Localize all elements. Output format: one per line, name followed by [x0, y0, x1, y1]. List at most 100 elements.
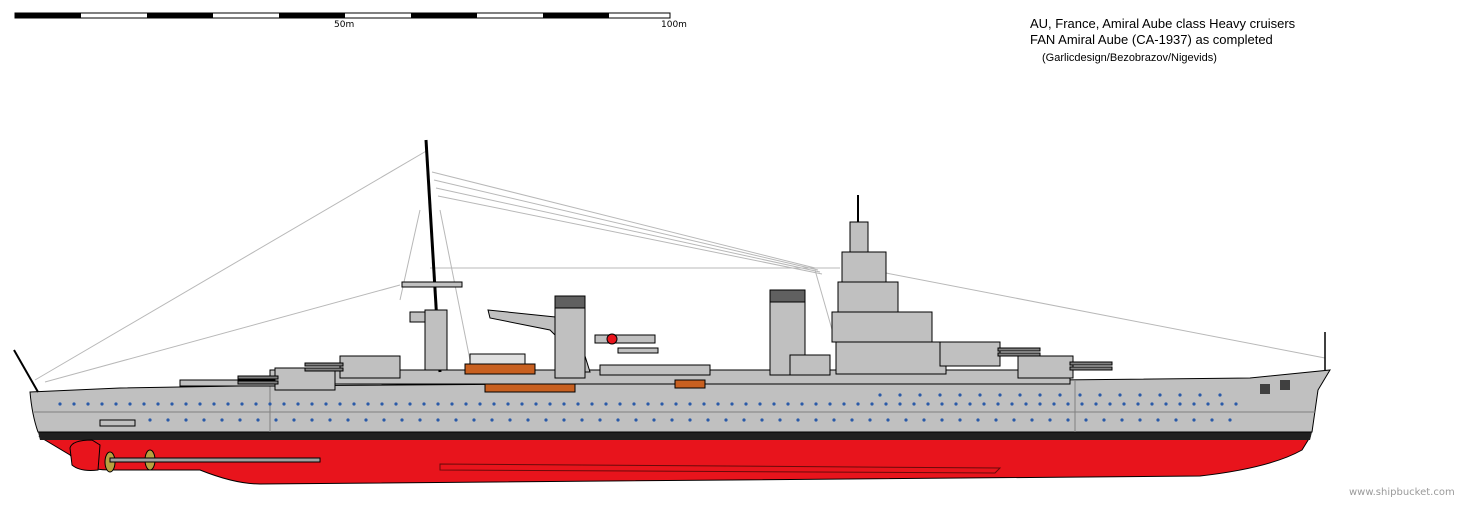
credit-line: (Garlicdesign/Bezobrazov/Nigevids): [1042, 52, 1217, 64]
porthole: [400, 418, 404, 422]
porthole: [506, 402, 510, 406]
porthole: [292, 418, 296, 422]
propellers: [104, 449, 321, 473]
porthole: [786, 402, 790, 406]
fore-funnel: [769, 289, 831, 376]
porthole: [436, 402, 440, 406]
porthole: [580, 418, 584, 422]
porthole: [886, 418, 890, 422]
porthole: [1066, 418, 1070, 422]
porthole: [114, 402, 118, 406]
porthole: [828, 402, 832, 406]
skeg: [99, 419, 136, 427]
porthole: [998, 393, 1002, 397]
porthole: [1220, 402, 1224, 406]
porthole: [324, 402, 328, 406]
porthole: [148, 418, 152, 422]
porthole: [562, 402, 566, 406]
porthole: [632, 402, 636, 406]
porthole: [1094, 402, 1098, 406]
porthole: [1038, 393, 1042, 397]
bridge-tower: [831, 195, 947, 375]
porthole: [58, 402, 62, 406]
porthole: [634, 418, 638, 422]
porthole: [548, 402, 552, 406]
porthole: [1078, 393, 1082, 397]
porthole: [922, 418, 926, 422]
porthole: [310, 402, 314, 406]
porthole: [918, 393, 922, 397]
porthole: [1218, 393, 1222, 397]
porthole: [256, 418, 260, 422]
porthole: [310, 418, 314, 422]
title-line-1: AU, France, Amiral Aube class Heavy crui…: [1030, 16, 1296, 31]
porthole: [526, 418, 530, 422]
porthole: [688, 402, 692, 406]
scale-bar: [14, 12, 671, 19]
porthole: [760, 418, 764, 422]
porthole: [702, 402, 706, 406]
porthole: [1048, 418, 1052, 422]
porthole: [184, 402, 188, 406]
porthole: [562, 418, 566, 422]
porthole: [100, 402, 104, 406]
porthole: [226, 402, 230, 406]
porthole: [436, 418, 440, 422]
porthole: [454, 418, 458, 422]
porthole: [534, 402, 538, 406]
porthole: [1164, 402, 1168, 406]
porthole: [604, 402, 608, 406]
porthole: [938, 393, 942, 397]
porthole: [380, 402, 384, 406]
porthole: [850, 418, 854, 422]
ship-boats: [464, 353, 706, 393]
porthole: [796, 418, 800, 422]
porthole: [958, 393, 962, 397]
porthole: [478, 402, 482, 406]
porthole: [450, 402, 454, 406]
porthole: [1084, 418, 1088, 422]
porthole: [366, 402, 370, 406]
porthole: [1206, 402, 1210, 406]
porthole: [1198, 393, 1202, 397]
porthole: [940, 418, 944, 422]
porthole: [1024, 402, 1028, 406]
porthole: [978, 393, 982, 397]
porthole: [1192, 418, 1196, 422]
rudder: [69, 439, 101, 471]
porthole: [1174, 418, 1178, 422]
porthole: [166, 418, 170, 422]
porthole: [674, 402, 678, 406]
porthole: [328, 418, 332, 422]
porthole: [1012, 418, 1016, 422]
porthole: [254, 402, 258, 406]
porthole: [1156, 418, 1160, 422]
porthole: [618, 402, 622, 406]
porthole: [338, 402, 342, 406]
porthole: [1150, 402, 1154, 406]
porthole: [1030, 418, 1034, 422]
porthole: [730, 402, 734, 406]
porthole: [670, 418, 674, 422]
porthole: [394, 402, 398, 406]
scale-label-100m: 100m: [661, 20, 687, 30]
porthole: [814, 418, 818, 422]
porthole: [832, 418, 836, 422]
porthole: [1058, 393, 1062, 397]
porthole: [1120, 418, 1124, 422]
fore-turret-lower: [1017, 355, 1113, 379]
porthole: [238, 418, 242, 422]
porthole: [492, 402, 496, 406]
main-mast: [401, 139, 463, 373]
porthole: [884, 402, 888, 406]
porthole: [1010, 402, 1014, 406]
catapult: [599, 364, 711, 376]
porthole: [1138, 418, 1142, 422]
porthole: [1066, 402, 1070, 406]
porthole: [598, 418, 602, 422]
aft-turret-upper: [304, 355, 401, 379]
porthole: [282, 402, 286, 406]
watermark: www.shipbucket.com: [1349, 487, 1455, 498]
porthole: [842, 402, 846, 406]
